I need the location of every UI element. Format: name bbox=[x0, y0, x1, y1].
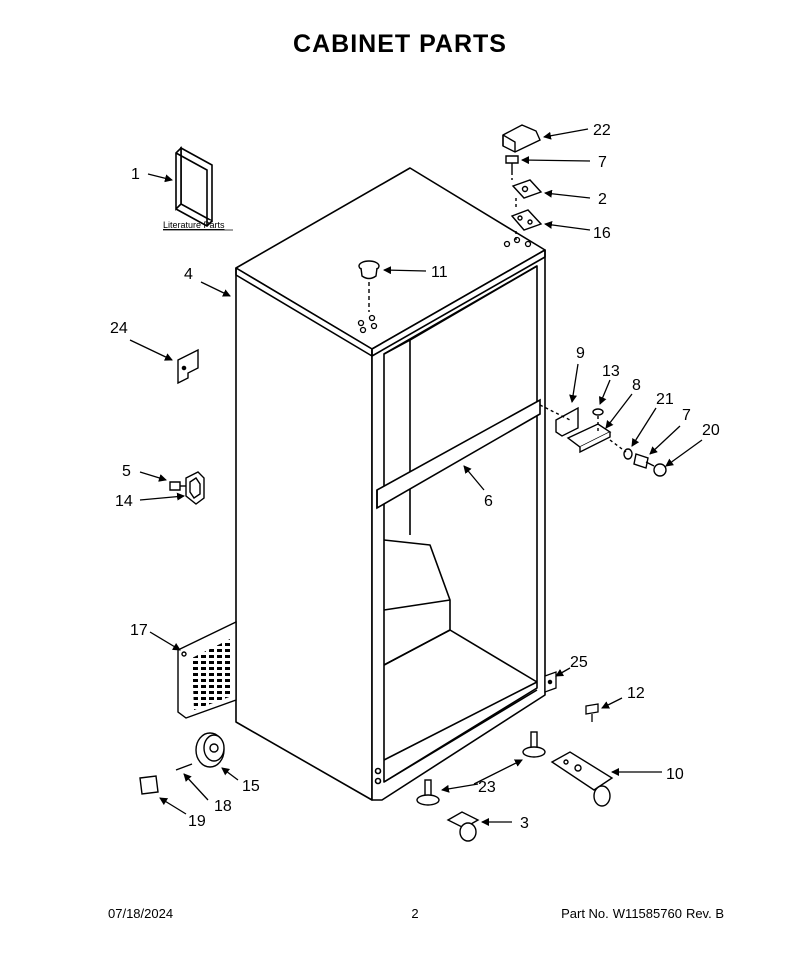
callout-18: 18 bbox=[214, 798, 232, 815]
callout-14: 14 bbox=[115, 493, 133, 510]
literature-parts-booklet bbox=[175, 146, 213, 227]
callout-12: 12 bbox=[627, 685, 645, 702]
screw-part bbox=[585, 703, 599, 722]
callout-20: 20 bbox=[702, 422, 720, 439]
callout-7a: 7 bbox=[598, 154, 607, 171]
callout-22: 22 bbox=[593, 122, 611, 139]
wheel-assembly bbox=[139, 732, 225, 795]
center-hinge-assembly bbox=[539, 404, 667, 477]
callout-23: 23 bbox=[478, 779, 496, 796]
rear-access-cover bbox=[177, 620, 237, 719]
cabinet-body bbox=[235, 167, 546, 801]
callout-5: 5 bbox=[122, 463, 131, 480]
callout-25: 25 bbox=[570, 654, 588, 671]
top-hinge-assembly bbox=[502, 124, 543, 240]
callout-16: 16 bbox=[593, 225, 611, 242]
rear-roller bbox=[446, 811, 480, 842]
callout-19: 19 bbox=[188, 813, 206, 830]
callout-1: 1 bbox=[131, 166, 140, 183]
bottom-hinge-left bbox=[169, 471, 205, 505]
callout-17: 17 bbox=[130, 622, 148, 639]
callout-2: 2 bbox=[598, 191, 607, 208]
part-label: Part No. bbox=[561, 906, 609, 921]
callout-8: 8 bbox=[632, 377, 641, 394]
literature-label: Literature Parts bbox=[163, 220, 225, 230]
callout-15: 15 bbox=[242, 778, 260, 795]
hole-cap-part bbox=[358, 260, 380, 312]
footer-page-number: 2 bbox=[411, 906, 419, 921]
mullion-bar bbox=[376, 398, 541, 510]
callout-6: 6 bbox=[484, 493, 493, 510]
revision: Rev. B bbox=[685, 906, 724, 921]
callout-7b: 7 bbox=[682, 407, 691, 424]
part-number: W11585760 bbox=[612, 906, 682, 921]
footer-date: 07/18/2024 bbox=[108, 906, 174, 921]
callout-13: 13 bbox=[602, 363, 620, 380]
bracket-part bbox=[177, 348, 199, 385]
callout-4: 4 bbox=[184, 266, 193, 283]
callout-21: 21 bbox=[656, 391, 674, 408]
callout-9: 9 bbox=[576, 345, 585, 362]
top-holes bbox=[357, 236, 532, 334]
callout-11: 11 bbox=[431, 264, 448, 281]
clip-part bbox=[544, 671, 557, 693]
callout-24: 24 bbox=[110, 320, 128, 337]
leader-arrows bbox=[129, 128, 703, 826]
callout-3: 3 bbox=[520, 815, 529, 832]
callout-10: 10 bbox=[666, 766, 684, 783]
page-title: CABINET PARTS bbox=[293, 30, 507, 58]
front-roller-bracket bbox=[550, 751, 614, 807]
leveling-legs bbox=[416, 731, 546, 806]
